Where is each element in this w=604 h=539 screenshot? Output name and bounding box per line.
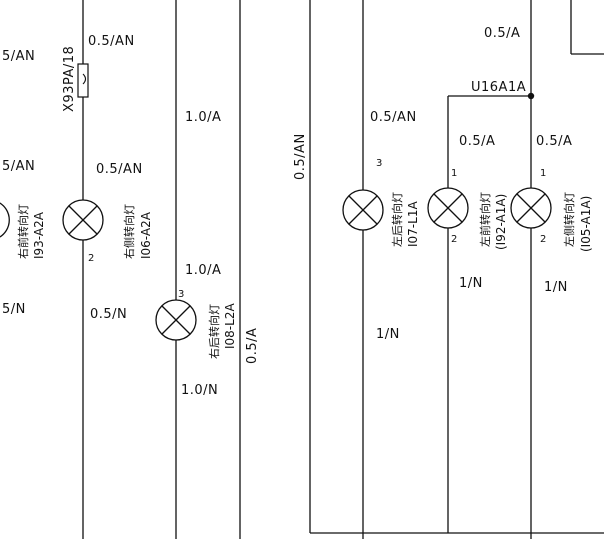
junction-dot (527, 92, 535, 100)
lamp-right-side-name: 右侧转向灯 (122, 204, 136, 259)
lamp-left-rear-code: I07-L1A (406, 201, 420, 247)
wire-label: 0.5/AN (96, 162, 143, 177)
lamp-right-rear: 3 右后转向灯 I08-L2A (155, 289, 237, 359)
wire-label: 1/N (376, 327, 400, 342)
wire-label: 0.5/A (245, 328, 260, 364)
wire-label: 0.5/AN (88, 34, 135, 49)
lamp-partial-left: 右前转向灯 I93-A2A (0, 202, 46, 259)
lamp-left-side-pin-bottom: 2 (540, 234, 546, 245)
lamp-partial-left-arc (0, 202, 10, 238)
lamp-left-side-x2 (516, 193, 546, 223)
lamp-left-side: 1 2 左侧转向灯 (I05-A1A) (510, 168, 593, 252)
lamp-right-rear-name: 右后转向灯 (207, 304, 221, 359)
wire-label: 0.5/A (459, 134, 495, 149)
fuse-element (82, 73, 87, 85)
wire-label: 1.0/N (181, 383, 218, 398)
lamp-left-front-x2 (433, 193, 463, 223)
lamp-left-side-name: 左侧转向灯 (562, 192, 576, 247)
lamp-partial-left-code: I93-A2A (32, 211, 46, 259)
wire-label: 1.0/A (185, 263, 221, 278)
lamp-right-side-pin: 2 (88, 253, 94, 264)
wire-label: 1/N (459, 276, 483, 291)
lamp-left-rear-name: 左后转向灯 (390, 192, 404, 247)
wire-label: 5/AN (2, 159, 35, 174)
lamp-right-side-code: I06-A2A (139, 211, 153, 259)
lamp-right-rear-x2 (161, 305, 191, 335)
lamp-left-side-pin-top: 1 (540, 168, 546, 179)
wire-label: 0.5/AN (370, 110, 417, 125)
wire-labels: 5/AN 0.5/AN 1.0/A 0.5/A 0.5/AN 5/AN 0.5/… (2, 26, 572, 398)
lamp-left-front-name: 左前转向灯 (478, 192, 492, 247)
lamp-right-side: 2 右侧转向灯 I06-A2A (62, 199, 153, 264)
lamp-right-side-x2 (68, 205, 98, 235)
lamp-left-rear-x2 (348, 195, 378, 225)
lamp-left-rear: 3 左后转向灯 I07-L1A (342, 158, 420, 247)
lamp-left-front-pin-top: 1 (451, 168, 457, 179)
wire-label: 0.5/A (536, 134, 572, 149)
wire-label: 0.5/AN (293, 133, 308, 180)
wire-label: 1.0/A (185, 110, 221, 125)
lamp-left-rear-pin: 3 (376, 158, 382, 169)
lamp-right-rear-code: I08-L2A (223, 303, 237, 349)
fuse-label: X93PA/18 (62, 46, 77, 112)
wires (82, 0, 604, 539)
fuse: X93PA/18 (62, 46, 89, 112)
lamp-left-front: 1 2 左前转向灯 (I92-A1A) (427, 168, 508, 250)
lamp-left-front-code: (I92-A1A) (494, 194, 508, 250)
lamp-partial-left-name: 右前转向灯 (16, 204, 30, 259)
lamp-left-side-code: (I05-A1A) (579, 196, 593, 252)
wire-label: 1/N (544, 280, 568, 295)
lamp-left-front-pin-bottom: 2 (451, 234, 457, 245)
wire-label: 5/N (2, 302, 26, 317)
wire-label: 5/AN (2, 49, 35, 64)
lamp-right-rear-pin: 3 (178, 289, 184, 300)
junction-label: U16A1A (471, 80, 526, 95)
wire-label: 0.5/A (484, 26, 520, 41)
wire-label: 0.5/N (90, 307, 127, 322)
fuse-body (77, 63, 89, 98)
